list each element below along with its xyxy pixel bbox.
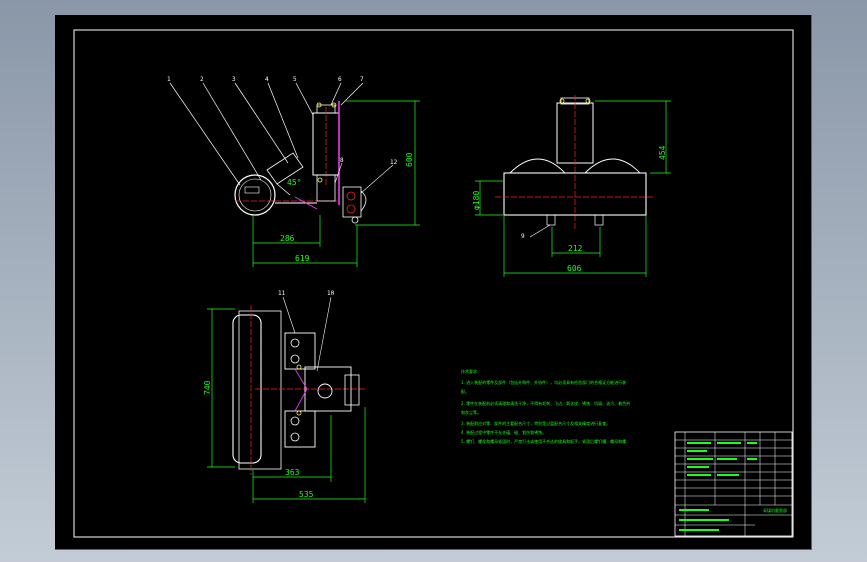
note-line-5: 3. 装配前应对零、部件的主要配合尺寸，特别是过盈配合尺寸及相关精度进行复查。 <box>461 420 610 426</box>
part-label-2: 2 <box>200 76 204 83</box>
technical-notes: 技术要求 1. 进入装配的零件及部件（包括外购件、外协件），均必须具有检验部门的… <box>461 368 630 444</box>
dim-740: 740 <box>203 380 212 395</box>
note-line-1: 1. 进入装配的零件及部件（包括外购件、外协件），均必须具有检验部门的合格证方能… <box>461 379 626 385</box>
dim-600: 600 <box>405 152 414 167</box>
drawing-sheet: 1 2 3 4 5 6 7 45° <box>55 15 812 550</box>
dim-286: 286 <box>280 234 295 243</box>
dim-606: 606 <box>567 264 582 273</box>
callout-9: 9 <box>521 233 525 240</box>
part-label-4: 4 <box>265 76 269 83</box>
top-view: 11 10 740 363 535 <box>203 290 366 503</box>
part-label-3: 3 <box>232 76 236 83</box>
part-label-5: 5 <box>293 76 297 83</box>
side-view: 1 2 3 4 5 6 7 45° <box>167 76 420 267</box>
notes-title: 技术要求 <box>461 368 477 374</box>
title-block-footer: 采煤机截割部 <box>763 507 787 513</box>
callout-11: 11 <box>278 290 286 297</box>
note-line-4: 和灰尘等。 <box>461 409 481 415</box>
note-line-7: 5. 螺钉、螺栓和螺母紧固时，严禁打击或使用不合适的旋具和扳手。紧固后螺钉槽、螺… <box>461 438 626 444</box>
angle-dimension: 45° <box>287 178 301 187</box>
part-label-1: 1 <box>167 76 171 83</box>
callout-10: 10 <box>327 290 335 297</box>
note-line-6: 4. 装配过程中零件不允许磕、碰、划伤和锈蚀。 <box>461 429 546 435</box>
part-label-6: 6 <box>338 76 342 83</box>
dim-535: 535 <box>299 490 314 499</box>
callout-12: 12 <box>390 159 398 166</box>
drawing-frame <box>73 29 794 538</box>
dim-619: 619 <box>295 254 310 263</box>
dim-454: 454 <box>658 145 667 160</box>
dim-phi180: φ180 <box>472 191 481 210</box>
dim-212: 212 <box>568 244 583 253</box>
dim-363: 363 <box>285 468 300 477</box>
drawing-canvas: 1 2 3 4 5 6 7 45° <box>73 29 794 538</box>
front-view: 9 454 φ180 212 <box>472 95 671 277</box>
note-line-3: 2. 零件在装配前必须清理和清洗干净，不得有毛刺、飞边、氧化皮、锈蚀、切屑、油污… <box>461 400 630 406</box>
callout-8: 8 <box>340 157 344 164</box>
note-line-2: 配。 <box>461 389 469 394</box>
title-block: 采煤机截割部 <box>674 431 793 537</box>
part-label-7: 7 <box>360 76 364 83</box>
